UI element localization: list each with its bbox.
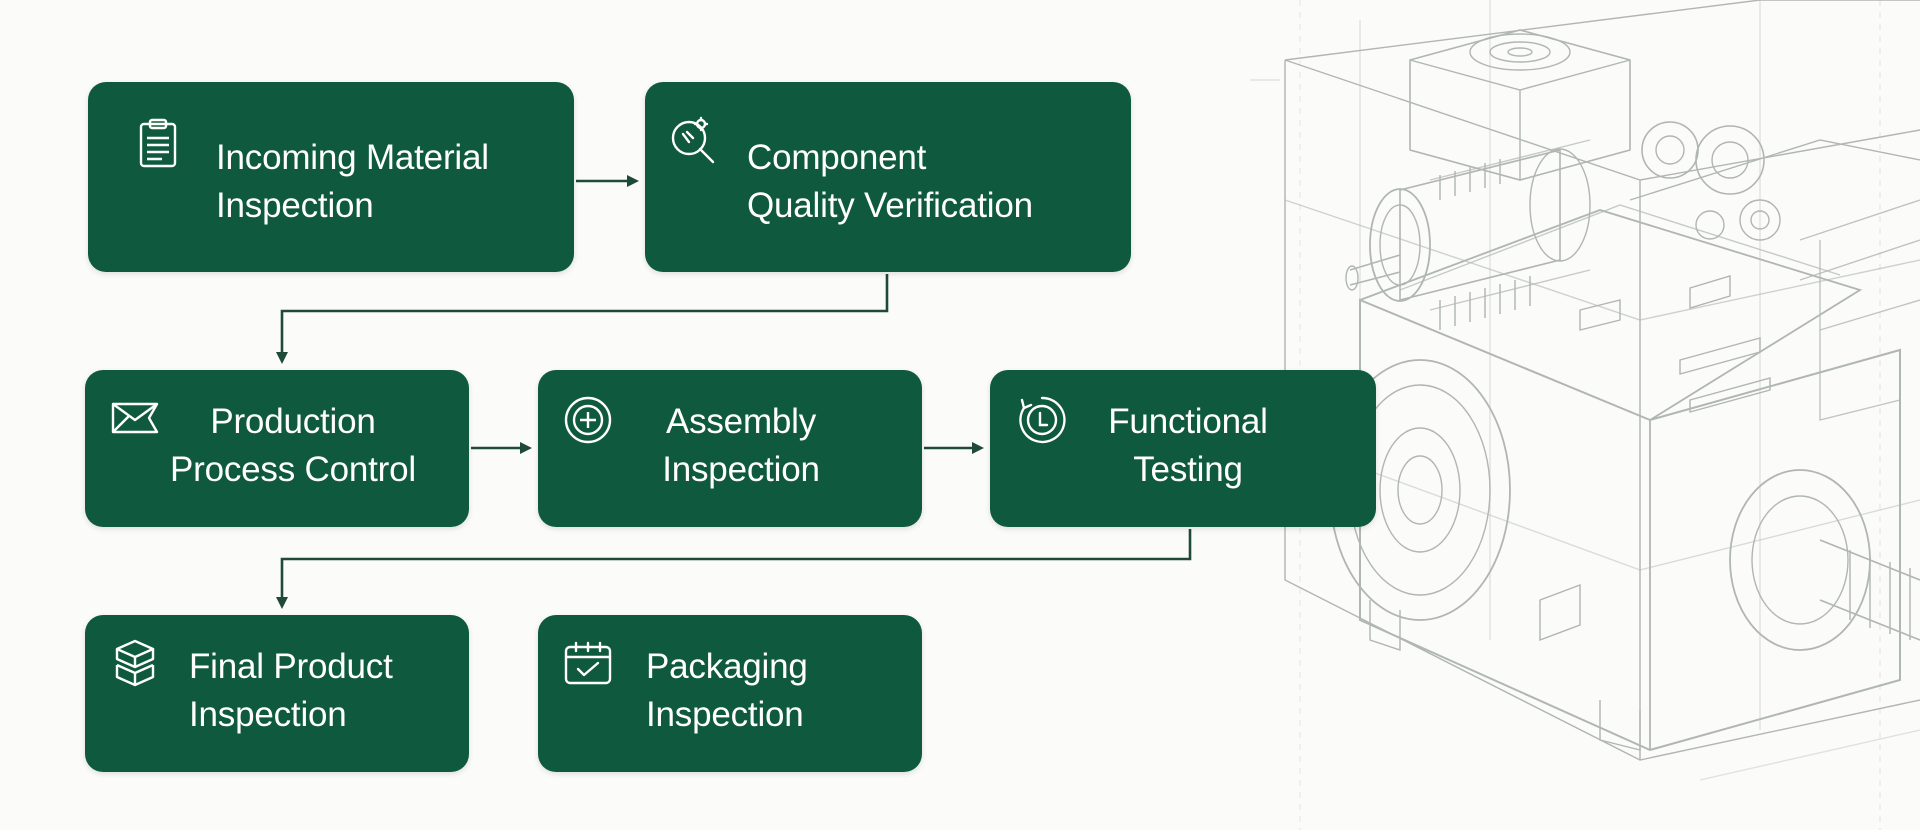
step-label-line1: Functional	[1108, 402, 1268, 441]
step-label-line1: Assembly	[665, 402, 817, 441]
step-component-quality-verification: Component Quality Verification	[645, 82, 1131, 272]
step-label-line2: Process Control	[170, 450, 416, 489]
stacked-boxes-icon	[109, 637, 161, 689]
clipboard-icon	[132, 118, 184, 170]
step-label-line2: Quality Verification	[747, 186, 1033, 225]
step-packaging-inspection: Packaging Inspection	[538, 615, 922, 772]
step-label-line2: Inspection	[662, 450, 820, 489]
step-label-line2: Testing	[1133, 450, 1243, 489]
calendar-check-icon	[562, 639, 614, 691]
target-plus-icon	[562, 394, 614, 446]
step-label-line1: Final Product	[189, 647, 393, 686]
step-label-line2: Inspection	[646, 695, 804, 734]
step-incoming-material-inspection: Incoming Material Inspection	[88, 82, 574, 272]
step-label-line2: Inspection	[189, 695, 347, 734]
step-final-product-inspection: Final Product Inspection	[85, 615, 469, 772]
step-assembly-inspection: Assembly Inspection	[538, 370, 922, 527]
envelope-icon	[109, 392, 161, 444]
step-label-line2: Inspection	[216, 186, 374, 225]
clock-cycle-icon	[1016, 394, 1068, 446]
step-functional-testing: Functional Testing	[990, 370, 1376, 527]
step-label-line1: Packaging	[646, 647, 808, 686]
step-label-line1: Component	[747, 138, 927, 177]
magnifier-gear-icon	[667, 116, 719, 168]
step-production-process-control: Production Process Control	[85, 370, 469, 527]
step-label-line1: Production	[210, 402, 376, 441]
step-label-line1: Incoming Material	[216, 138, 489, 177]
connector-component-to-production	[276, 274, 889, 364]
connector-functional-to-final	[276, 529, 1192, 609]
